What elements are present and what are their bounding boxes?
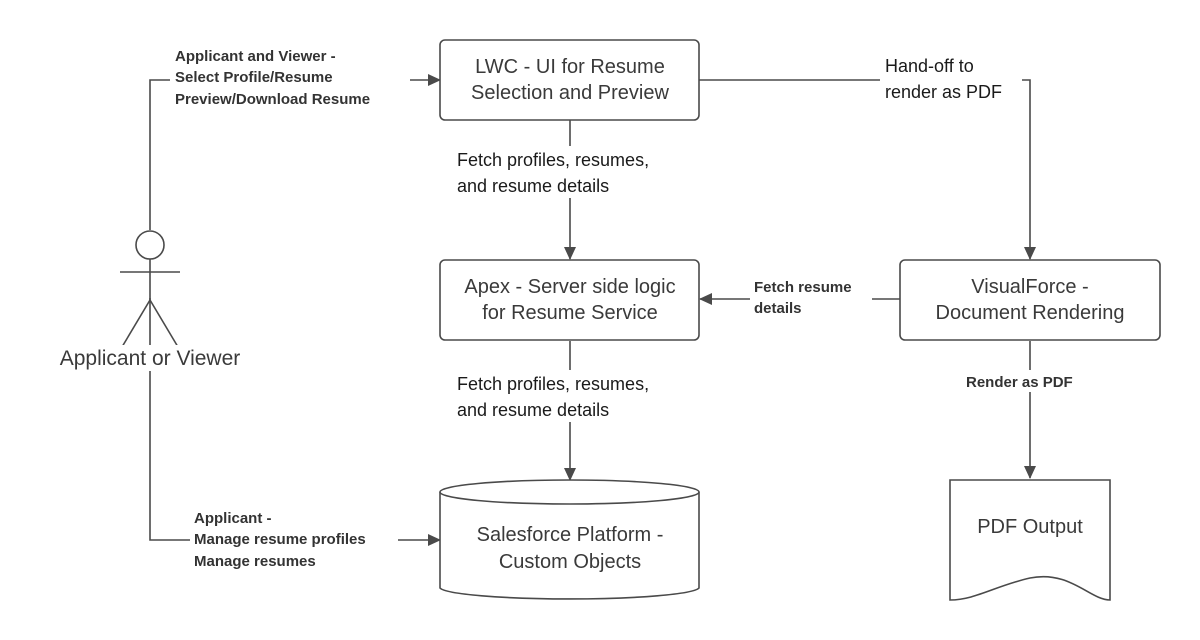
node-visualforce: VisualForce - Document Rendering — [899, 259, 1161, 341]
edge-actor-to-salesforce — [149, 298, 441, 546]
edge-label-actor-to-lwc-line-1: Applicant and Viewer - — [175, 48, 336, 65]
node-lwc-line-1: LWC - UI for Resume — [475, 56, 665, 78]
edge-lwc-to-visualforce — [699, 79, 1036, 260]
edge-label-actor-to-lwc-line-3: Preview/Download Resume — [175, 91, 370, 108]
edge-label-actor-to-lwc-line-2: Select Profile/Resume — [175, 69, 333, 86]
node-apex: Apex - Server side logic for Resume Serv… — [439, 259, 700, 341]
node-pdf-line-1: PDF Output — [977, 516, 1083, 538]
node-apex-line-1: Apex - Server side logic — [464, 276, 675, 298]
edge-label-actor-to-salesforce-line-2: Manage resume profiles — [194, 531, 366, 548]
edge-label-lwc-to-visualforce-line-2: render as PDF — [885, 82, 1002, 102]
edge-label-visualforce-to-pdf: Render as PDF — [962, 370, 1098, 392]
node-salesforce-line-2: Custom Objects — [499, 551, 641, 573]
node-pdf: PDF Output — [949, 479, 1111, 601]
node-apex-line-2: for Resume Service — [482, 302, 658, 324]
node-visualforce-line-1: VisualForce - — [971, 276, 1088, 298]
node-lwc-line-2: Selection and Preview — [471, 82, 669, 104]
edge-label-lwc-to-visualforce: Hand-off to render as PDF — [880, 52, 1022, 104]
edge-label-lwc-to-apex: Fetch profiles, resumes, and resume deta… — [452, 146, 692, 198]
edge-label-apex-to-salesforce: Fetch profiles, resumes, and resume deta… — [452, 370, 692, 422]
node-lwc: LWC - UI for Resume Selection and Previe… — [439, 39, 700, 121]
edge-label-actor-to-salesforce-line-3: Manage resumes — [194, 553, 316, 570]
actor-label: Applicant or Viewer — [60, 347, 241, 370]
edge-label-actor-to-salesforce-line-1: Applicant - — [194, 510, 272, 527]
node-salesforce-line-1: Salesforce Platform - — [477, 524, 664, 546]
edge-label-lwc-to-visualforce-line-1: Hand-off to — [885, 56, 974, 76]
edge-label-apex-to-salesforce-line-2: and resume details — [457, 400, 609, 420]
edge-label-visualforce-to-apex: Fetch resume details — [750, 276, 872, 318]
edge-label-lwc-to-apex-line-1: Fetch profiles, resumes, — [457, 150, 649, 170]
edge-label-visualforce-to-pdf-line-1: Render as PDF — [966, 374, 1073, 391]
edge-label-visualforce-to-apex-line-2: details — [754, 300, 802, 317]
node-salesforce: Salesforce Platform - Custom Objects — [439, 479, 700, 600]
edge-label-visualforce-to-apex-line-1: Fetch resume — [754, 279, 852, 296]
edge-label-actor-to-lwc: Applicant and Viewer - Select Profile/Re… — [170, 44, 410, 110]
actor-stick-figure-icon — [120, 230, 180, 348]
edge-label-actor-to-salesforce: Applicant - Manage resume profiles Manag… — [190, 506, 398, 572]
edge-label-lwc-to-apex-line-2: and resume details — [457, 176, 609, 196]
edge-label-apex-to-salesforce-line-1: Fetch profiles, resumes, — [457, 374, 649, 394]
node-visualforce-line-2: Document Rendering — [936, 302, 1125, 324]
